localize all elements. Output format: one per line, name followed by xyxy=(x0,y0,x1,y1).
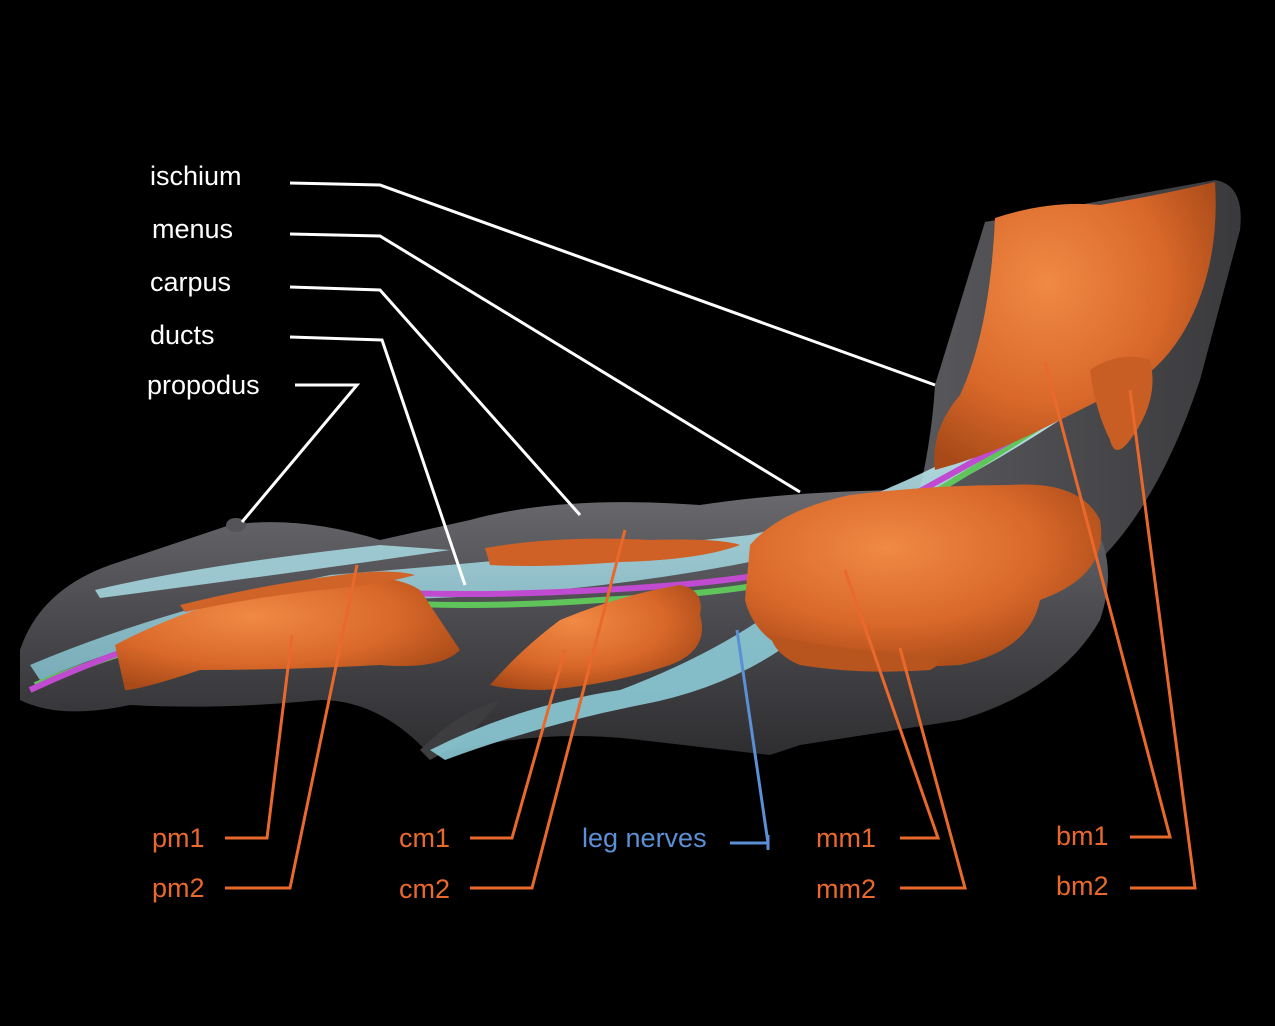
white-leader-lines xyxy=(240,181,936,586)
label-mm2: mm2 xyxy=(816,874,876,904)
label-mm1: mm1 xyxy=(816,823,876,853)
label-cm1: cm1 xyxy=(399,823,450,853)
leader-carpus xyxy=(289,285,582,516)
leader-propodus xyxy=(240,383,361,523)
label-bm1: bm1 xyxy=(1056,821,1109,851)
leader-pm1 xyxy=(225,634,294,840)
orange-labels: pm1 pm2 cm1 cm2 mm1 mm2 bm1 bm2 xyxy=(152,821,1109,904)
duct-upper xyxy=(95,545,450,598)
blue-labels: leg nerves xyxy=(582,823,707,853)
label-propodus: propodus xyxy=(147,370,260,400)
duct-lower xyxy=(430,620,780,760)
muscle-bm1 xyxy=(934,182,1216,470)
blue-leader-lines xyxy=(730,629,770,850)
leader-cm2 xyxy=(470,529,627,890)
leader-pm2 xyxy=(225,564,359,890)
leader-bm1 xyxy=(1043,361,1172,839)
muscle-cm2 xyxy=(485,538,740,566)
label-leg-nerves: leg nerves xyxy=(582,823,707,853)
label-carpus: carpus xyxy=(150,267,231,297)
muscle-bm2 xyxy=(1090,356,1153,450)
muscle-mm1 xyxy=(745,484,1102,667)
label-cm2: cm2 xyxy=(399,874,450,904)
leader-mm2 xyxy=(898,647,967,890)
leader-menus xyxy=(289,232,801,494)
white-labels: ischium menus carpus ducts propodus xyxy=(147,161,260,400)
muscle-pm1 xyxy=(115,576,460,690)
leader-mm1 xyxy=(843,569,941,840)
muscle-mm2 xyxy=(770,635,938,672)
label-ischium: ischium xyxy=(150,161,242,191)
leader-leg-nerves-up xyxy=(735,629,770,844)
leader-ducts xyxy=(289,335,467,586)
label-ducts: ducts xyxy=(150,320,215,350)
leader-ischium xyxy=(289,181,936,387)
shell-spur xyxy=(420,700,500,760)
leader-cm1 xyxy=(470,649,567,840)
muscle-pm2 xyxy=(180,571,415,612)
label-pm2: pm2 xyxy=(152,873,205,903)
leader-bm2 xyxy=(1128,389,1197,890)
shell-knob xyxy=(226,518,246,532)
label-bm2: bm2 xyxy=(1056,871,1109,901)
orange-leader-lines xyxy=(225,361,1197,890)
label-pm1: pm1 xyxy=(152,823,205,853)
label-menus: menus xyxy=(152,214,233,244)
